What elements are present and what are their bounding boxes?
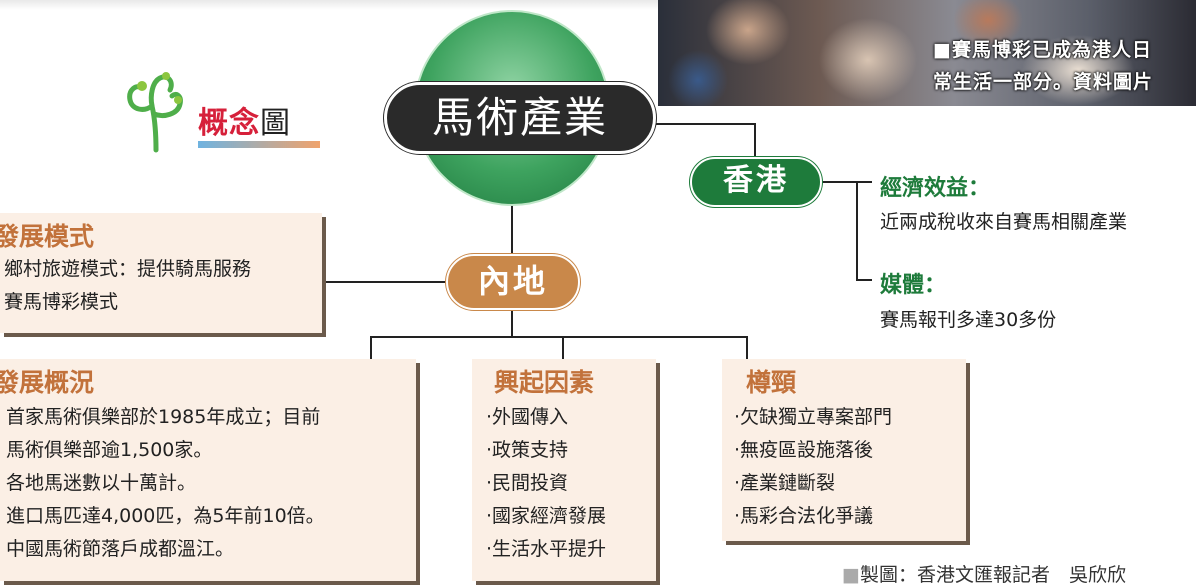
development-model-box: 發展模式 鄉村旅遊模式：提供騎馬服務 賽馬博彩模式	[0, 213, 322, 333]
rise-factor-item: ·外國傳入	[486, 406, 569, 428]
connector-branch-horizontal	[370, 336, 748, 338]
bottleneck-item: ·無疫區設施落後	[734, 439, 874, 461]
development-model-text: 鄉村旅遊模式：提供騎馬服務 賽馬博彩模式	[4, 253, 251, 319]
development-model-line: 賽馬博彩模式	[4, 291, 119, 313]
hong-kong-node: 香港	[690, 157, 822, 207]
connector-hk-vertical	[856, 182, 858, 280]
economic-benefit-text: 近兩成稅收來自賽馬相關產業	[880, 211, 1128, 233]
development-status-heading: 發展概況	[0, 368, 95, 397]
connector-center-to-mainland	[511, 205, 513, 255]
photo-caption: ■賽馬博彩已成為港人日 常生活一部分。資料圖片	[933, 34, 1188, 98]
rise-factors-box: 興起因素 ·外國傳入 ·政策支持 ·民間投資 ·國家經濟發展 ·生活水平提升	[472, 359, 656, 581]
connector-mainland-down	[511, 308, 513, 336]
crowd-photo: ■賽馬博彩已成為港人日 常生活一部分。資料圖片	[658, 0, 1196, 106]
economic-benefit-heading: 經濟效益：	[880, 176, 991, 201]
concept-map-logo: 概念圖	[198, 98, 291, 142]
connector-hk-to-economy	[820, 181, 872, 183]
bottleneck-item: ·欠缺獨立專案部門	[734, 406, 893, 428]
connector-branch-middle	[562, 336, 564, 360]
mainland-node: 內地	[446, 254, 580, 310]
bottleneck-item: ·產業鏈斷裂	[734, 472, 836, 494]
connector-center-to-hk-h	[654, 123, 756, 125]
center-title: 馬術產業	[384, 82, 656, 154]
development-status-box: 發展概況 首家馬術俱樂部於1985年成立；目前 馬術俱樂部逾1,500家。 各地…	[0, 359, 416, 581]
credit-square-icon: ■	[842, 564, 860, 586]
connector-branch-left	[370, 336, 372, 360]
logo-word-red: 概念	[198, 106, 260, 141]
photo-caption-line-1: ■賽馬博彩已成為港人日	[933, 39, 1152, 61]
development-status-text: 首家馬術俱樂部於1985年成立；目前 馬術俱樂部逾1,500家。 各地馬迷數以十…	[6, 401, 325, 566]
bottlenecks-heading: 樽頸	[746, 368, 797, 397]
development-status-line: 各地馬迷數以十萬計。	[6, 472, 197, 494]
development-model-heading: 發展模式	[0, 222, 95, 251]
connector-branch-right	[746, 336, 748, 360]
bottlenecks-list: ·欠缺獨立專案部門 ·無疫區設施落後 ·產業鏈斷裂 ·馬彩合法化爭議	[734, 401, 892, 533]
rise-factor-item: ·民間投資	[486, 472, 569, 494]
rise-factors-heading: 興起因素	[494, 368, 595, 397]
rise-factors-list: ·外國傳入 ·政策支持 ·民間投資 ·國家經濟發展 ·生活水平提升	[486, 401, 606, 566]
rise-factor-item: ·生活水平提升	[486, 538, 607, 560]
bottleneck-item: ·馬彩合法化爭議	[734, 505, 874, 527]
development-status-line: 馬術俱樂部逾1,500家。	[6, 439, 213, 461]
logo-underline	[198, 141, 320, 148]
rise-factor-item: ·政策支持	[486, 439, 569, 461]
bottlenecks-box: 樽頸 ·欠缺獨立專案部門 ·無疫區設施落後 ·產業鏈斷裂 ·馬彩合法化爭議	[722, 359, 966, 541]
graphic-credit: ■製圖：香港文匯報記者 吳欣欣	[842, 560, 1126, 587]
development-model-line: 鄉村旅遊模式：提供騎馬服務	[4, 258, 252, 280]
connector-center-to-hk-v	[754, 123, 756, 159]
development-status-line: 中國馬術節落戶成都溫江。	[6, 538, 235, 560]
development-status-line: 首家馬術俱樂部於1985年成立；目前	[6, 406, 321, 428]
top-gradient-bar	[0, 0, 660, 10]
connector-mainland-to-model	[326, 281, 448, 283]
credit-text: 製圖：香港文匯報記者 吳欣欣	[859, 564, 1126, 586]
media-heading: 媒體：	[880, 273, 947, 298]
development-status-line: 進口馬匹達4,000匹，為5年前10倍。	[6, 505, 325, 527]
connector-hk-to-media	[856, 279, 872, 281]
photo-caption-line-2: 常生活一部分。資料圖片	[933, 71, 1154, 93]
tree-logo-icon	[127, 72, 183, 153]
media-text: 賽馬報刊多達30多份	[880, 309, 1057, 331]
logo-word-black: 圖	[260, 106, 291, 141]
rise-factor-item: ·國家經濟發展	[486, 505, 607, 527]
